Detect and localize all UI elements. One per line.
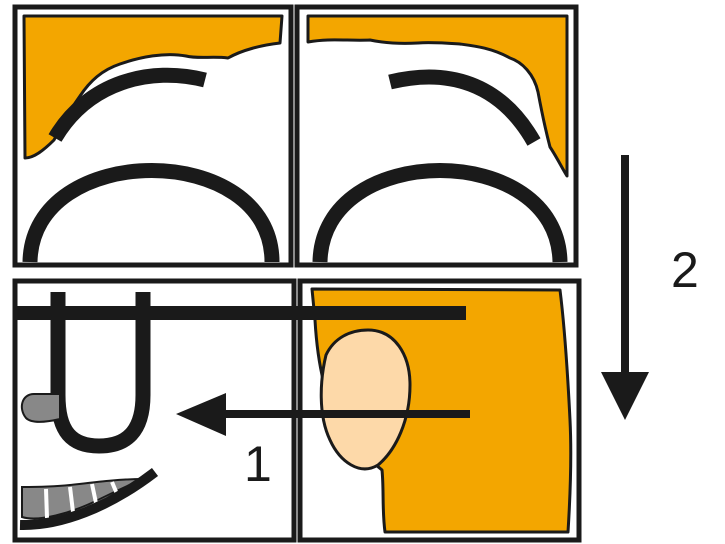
tooth-divider <box>90 483 98 504</box>
tooth-divider <box>44 488 49 519</box>
eyebrow-top-right <box>388 69 541 146</box>
tile-top-right <box>294 4 579 268</box>
hair-top-right <box>306 14 569 178</box>
ear-shape <box>20 393 61 423</box>
step-2-label: 2 <box>671 242 699 298</box>
skin-blob <box>319 328 412 471</box>
hair-top-left <box>22 14 284 160</box>
lip-curve <box>19 468 159 531</box>
tile-bottom-left <box>12 278 297 543</box>
eyebrow-top-left <box>48 67 207 142</box>
eye-arc-top-right <box>312 163 568 263</box>
left-arrow-icon <box>176 393 470 436</box>
tile-top-left <box>12 4 294 268</box>
step-1-label: 1 <box>244 436 272 492</box>
tooth-divider <box>68 486 75 513</box>
down-arrow-icon <box>601 155 649 420</box>
eye-arc-top-left <box>22 163 280 263</box>
